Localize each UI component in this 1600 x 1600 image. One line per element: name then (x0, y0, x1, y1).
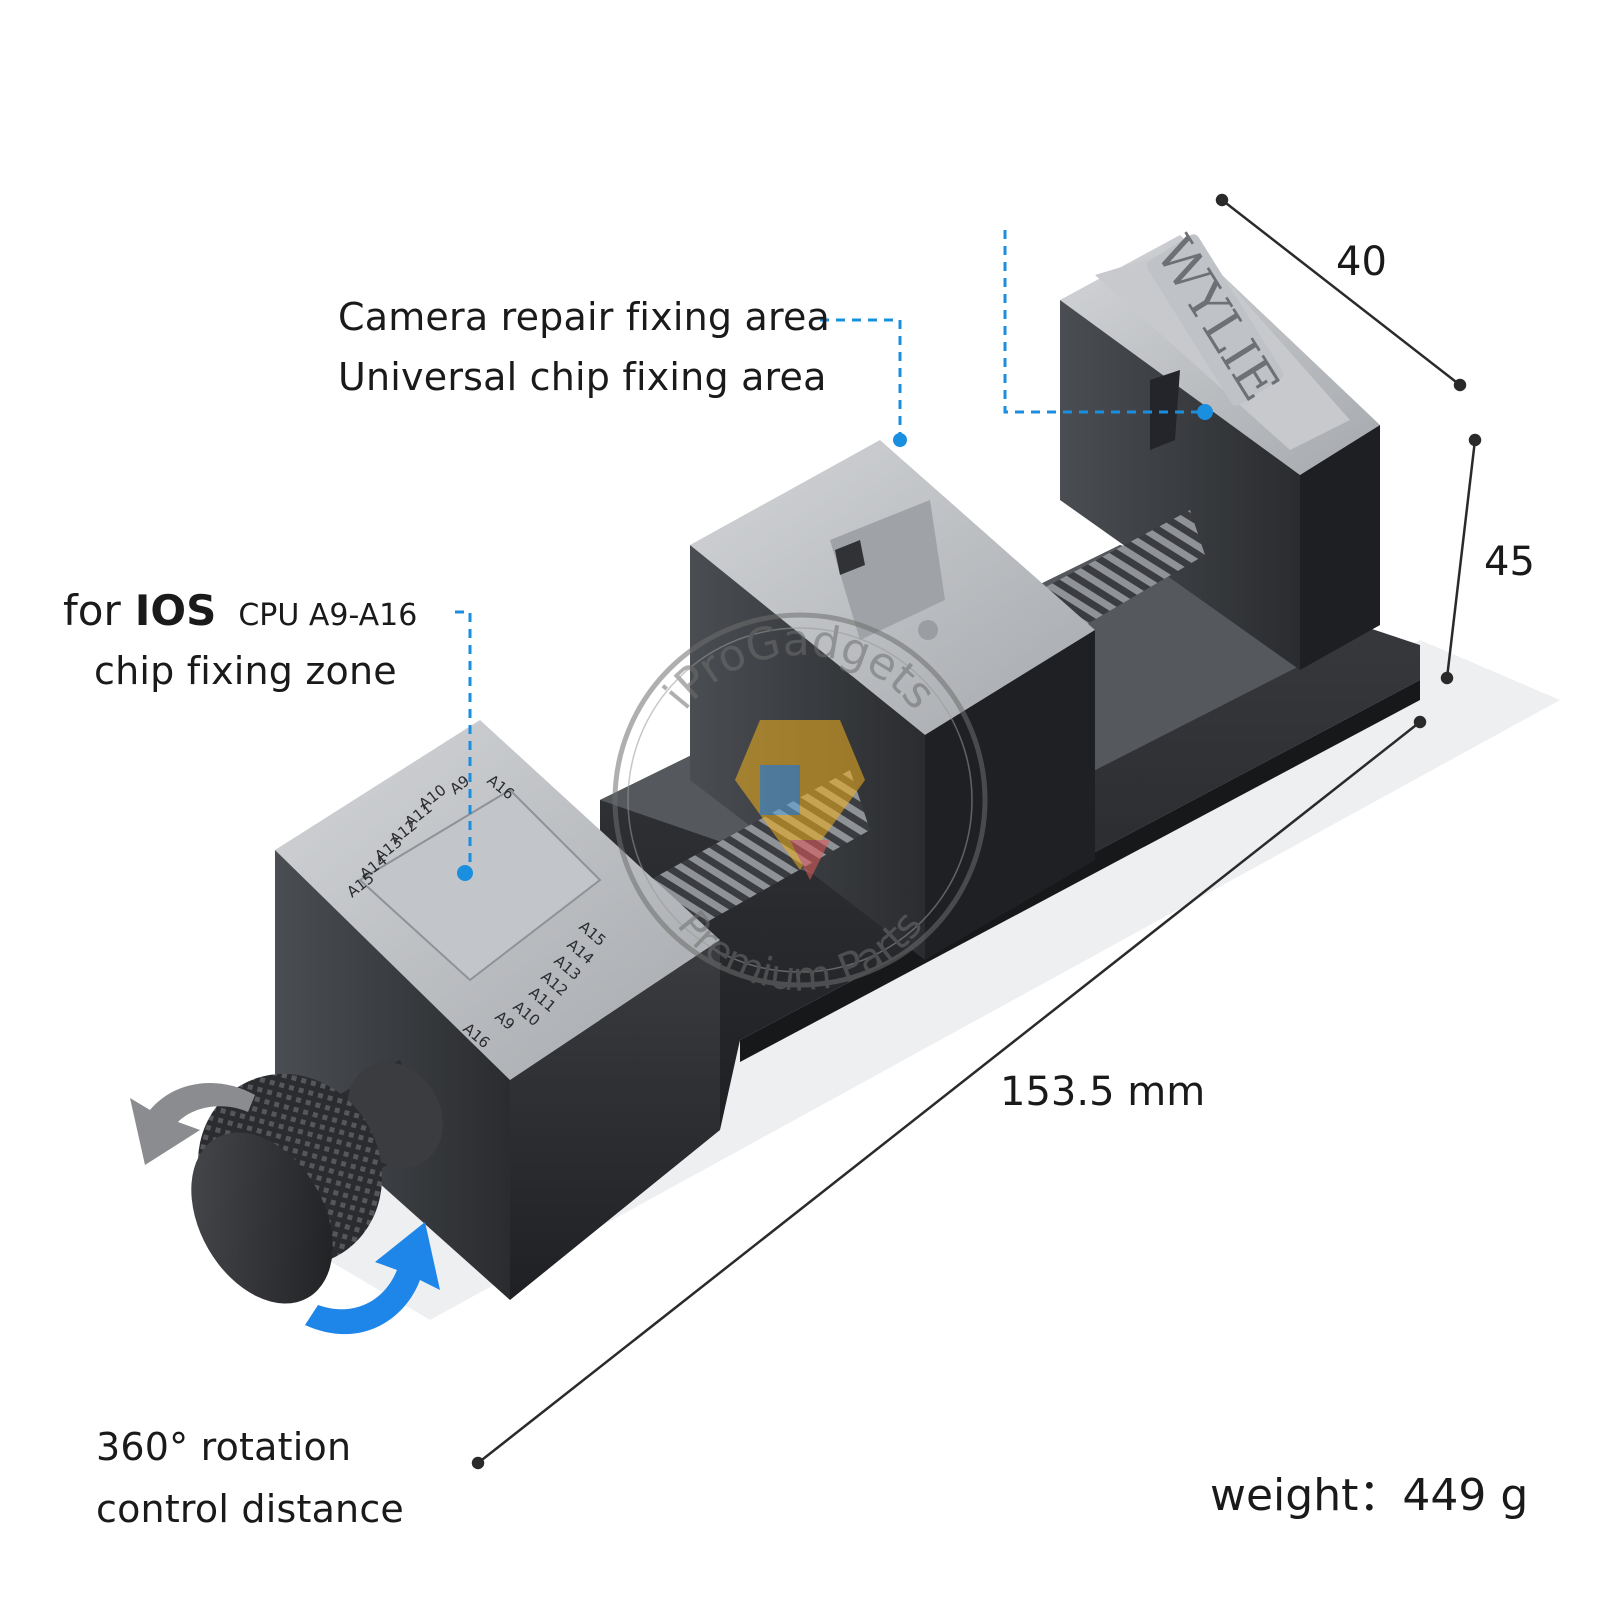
leader-dot (457, 865, 473, 881)
rotation-label-line2: control distance (96, 1487, 405, 1531)
dimension-width: 40 (1336, 239, 1387, 285)
dimension-lines (471, 193, 1482, 1470)
leader-rear-slot (1003, 230, 1200, 414)
leader-ios-zone (455, 610, 472, 865)
dimension-length: 153.5 mm (1000, 1069, 1206, 1115)
universal-area-label: Universal chip fixing area (338, 355, 827, 399)
ios-zone-label: chip fixing zone (94, 649, 397, 693)
leader-camera-area (820, 318, 902, 435)
ios-prefix: for (63, 586, 121, 635)
dimension-height: 45 (1484, 539, 1535, 585)
leader-dot (1197, 404, 1213, 420)
weight-label: weight：449 g (1210, 1470, 1529, 1521)
ios-name: IOS (134, 586, 217, 635)
rotate-ccw-arrow-icon (130, 1083, 255, 1165)
rotate-cw-arrow-icon (305, 1222, 440, 1335)
brand-plate (1146, 234, 1284, 406)
rear-rod (1040, 510, 1205, 640)
leader-dot (893, 433, 907, 447)
camera-area-label: Camera repair fixing area (338, 295, 831, 339)
ios-cpu: CPU A9-A16 (238, 598, 418, 633)
rotation-label-line1: 360° rotation (96, 1425, 352, 1469)
rear-jaw: WYLIE (1060, 226, 1380, 670)
leader-lines (455, 230, 1200, 865)
adjustment-knob (191, 1060, 443, 1304)
